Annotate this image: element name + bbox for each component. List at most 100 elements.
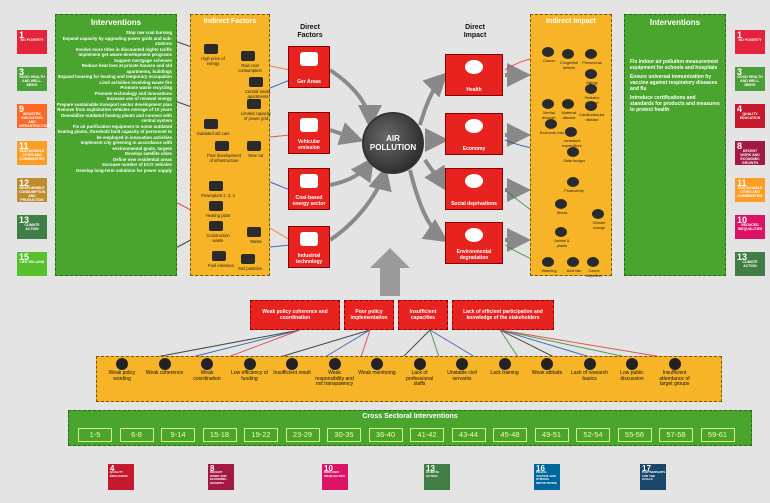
cause-box: Poor policy implementation <box>344 300 394 330</box>
cause-box: Weak policy coherence and coordination <box>250 300 340 330</box>
intervention-item: Involve more titles in discounted nights… <box>75 46 172 52</box>
indirect-impact-icon <box>567 257 579 267</box>
intervention-range: 19-22 <box>244 428 278 442</box>
indirect-factor-icon <box>212 251 226 261</box>
weakness-item: Weak monitoring <box>357 358 397 377</box>
direct-impact-icon <box>465 174 483 188</box>
direct-impact-box: Economy <box>445 113 503 155</box>
sdg-number: 12 <box>19 178 30 188</box>
indirect-factor-icon <box>209 181 223 191</box>
direct-factor-box: Industrial technology <box>288 226 330 268</box>
indirect-impact-icon <box>565 127 577 137</box>
indirect-factor-label: Outdated old cars <box>196 131 230 136</box>
sdg-label: NO POVERTY <box>738 38 762 42</box>
indirect-factor-icon <box>247 141 261 151</box>
indirect-impact-label: Animal & plants <box>554 239 570 248</box>
direct-impact-label: Health <box>466 87 482 93</box>
indirect-impact-icon <box>555 199 567 209</box>
indirect-factor-label: Heating plant <box>205 213 231 218</box>
cause-box: Insufficient capacities <box>398 300 448 330</box>
weakness-item: Low public discussion <box>612 358 652 382</box>
direct-factor-icon <box>300 52 318 66</box>
direct-factor-label: Ger Areas <box>297 79 321 85</box>
sdg-label: PARTNERSHIPS FOR THE GOALS <box>642 470 666 481</box>
indirect-factor-label: New car <box>248 153 264 158</box>
intervention-item: Increase use of renewal energy <box>106 96 172 101</box>
weakness-label: Weak responsibility and not transparency <box>315 370 354 387</box>
direct-factor-icon <box>300 118 318 132</box>
direct-factor-label: Coal-based energy sector <box>292 195 326 207</box>
intervention-item: Fix air purification equipment to some o… <box>57 123 172 140</box>
sdg-number: 17 <box>642 464 651 473</box>
weakness-icon <box>158 358 171 370</box>
intervention-item: Remove from exploitation vehicles overag… <box>57 107 172 112</box>
right-interventions-title: Interventions <box>649 18 701 27</box>
indirect-impact-icon <box>555 227 567 237</box>
indirect-impact-label: Ozone depletion <box>586 269 602 278</box>
sdg-number: 8 <box>737 141 743 151</box>
indirect-impact-icon <box>585 101 597 111</box>
sdg-label: REDUCED INEQUALITIES <box>737 223 763 231</box>
intervention-range: 57-58 <box>659 428 693 442</box>
intervention-item: Increase number of ECO vehicles <box>102 162 172 167</box>
indirect-impact-icon <box>585 49 597 59</box>
intervention-item: Prepare sustainable transport sector dev… <box>56 101 172 107</box>
sdg-number: 13 <box>737 252 748 262</box>
sdg-number: 4 <box>110 464 115 473</box>
intervention-item: Promote waste recycling <box>120 85 172 90</box>
intervention-range: 45-48 <box>493 428 527 442</box>
direct-impact-title: Direct Impact <box>463 24 487 39</box>
weakness-icon <box>286 358 298 370</box>
indirect-impact-icon <box>585 84 597 94</box>
intervention-item: Fix indoor air pollution measurement equ… <box>630 59 719 71</box>
direct-impact-label: Economy <box>462 146 486 152</box>
weakness-icon <box>541 358 553 370</box>
sdg-label: LIFE ON LAND <box>19 260 45 264</box>
direct-impact-box: Health <box>445 54 503 96</box>
intervention-range: 43-44 <box>451 428 486 442</box>
weakness-label: Weak policy wording <box>108 370 136 382</box>
sdg-number: 13 <box>19 215 30 225</box>
intervention-item: Develop long-term solutions for power su… <box>76 167 172 173</box>
cause-label: Lack of efficient participation and know… <box>463 309 543 321</box>
sdg-label: CLIMATE ACTION <box>742 260 758 268</box>
indirect-factor-label: High price of energy <box>201 56 225 66</box>
direct-factor-label: Vehicular emission <box>297 139 321 151</box>
cause-label: Poor policy implementation <box>350 309 388 321</box>
intervention-range: 9-14 <box>161 428 195 442</box>
indirect-impact-label: Stress <box>556 211 568 215</box>
sdg-number: 15 <box>19 252 30 262</box>
indirect-factor-icon <box>215 141 229 151</box>
weakness-label: Weak attitude <box>531 370 563 376</box>
indirect-factor-icon <box>241 254 255 264</box>
right-interventions-list: Fix indoor air pollution measurement equ… <box>625 59 725 113</box>
indirect-impact-label: Increased expenditure <box>562 139 582 148</box>
direct-factor-box: Ger Areas <box>288 46 330 88</box>
indirect-impact-icon <box>567 147 579 157</box>
indirect-factor-icon <box>209 201 223 211</box>
weakness-label: Insufficient attendance of target groups <box>659 370 690 387</box>
indirect-impact-icon <box>587 257 599 267</box>
direct-impact-label: Social deprivations <box>451 201 497 207</box>
indirect-factor-label: Construction waste <box>206 233 230 243</box>
intervention-range: 36-40 <box>368 428 403 442</box>
direct-factor-icon <box>300 232 318 246</box>
weakness-label: Low public discussion <box>620 370 644 382</box>
sdg-label: SUSTAINABLE CITIES AND COMMUNITIES <box>19 149 45 161</box>
intervention-range: 6-8 <box>119 428 154 442</box>
sdg-number: 9 <box>19 104 25 114</box>
intervention-item: Expand capacity by upgrading power grids… <box>62 35 172 47</box>
sdg-number: 13 <box>426 464 435 473</box>
air-pollution-center: AIR POLLUTION <box>362 112 424 174</box>
intervention-range: 59-61 <box>700 428 735 442</box>
weakness-icon <box>201 358 213 370</box>
direct-factors-title: Direct Factors <box>297 24 323 39</box>
weakness-icon <box>583 358 596 370</box>
cross-sectoral-title: Cross Sectoral Interventions <box>362 413 458 420</box>
